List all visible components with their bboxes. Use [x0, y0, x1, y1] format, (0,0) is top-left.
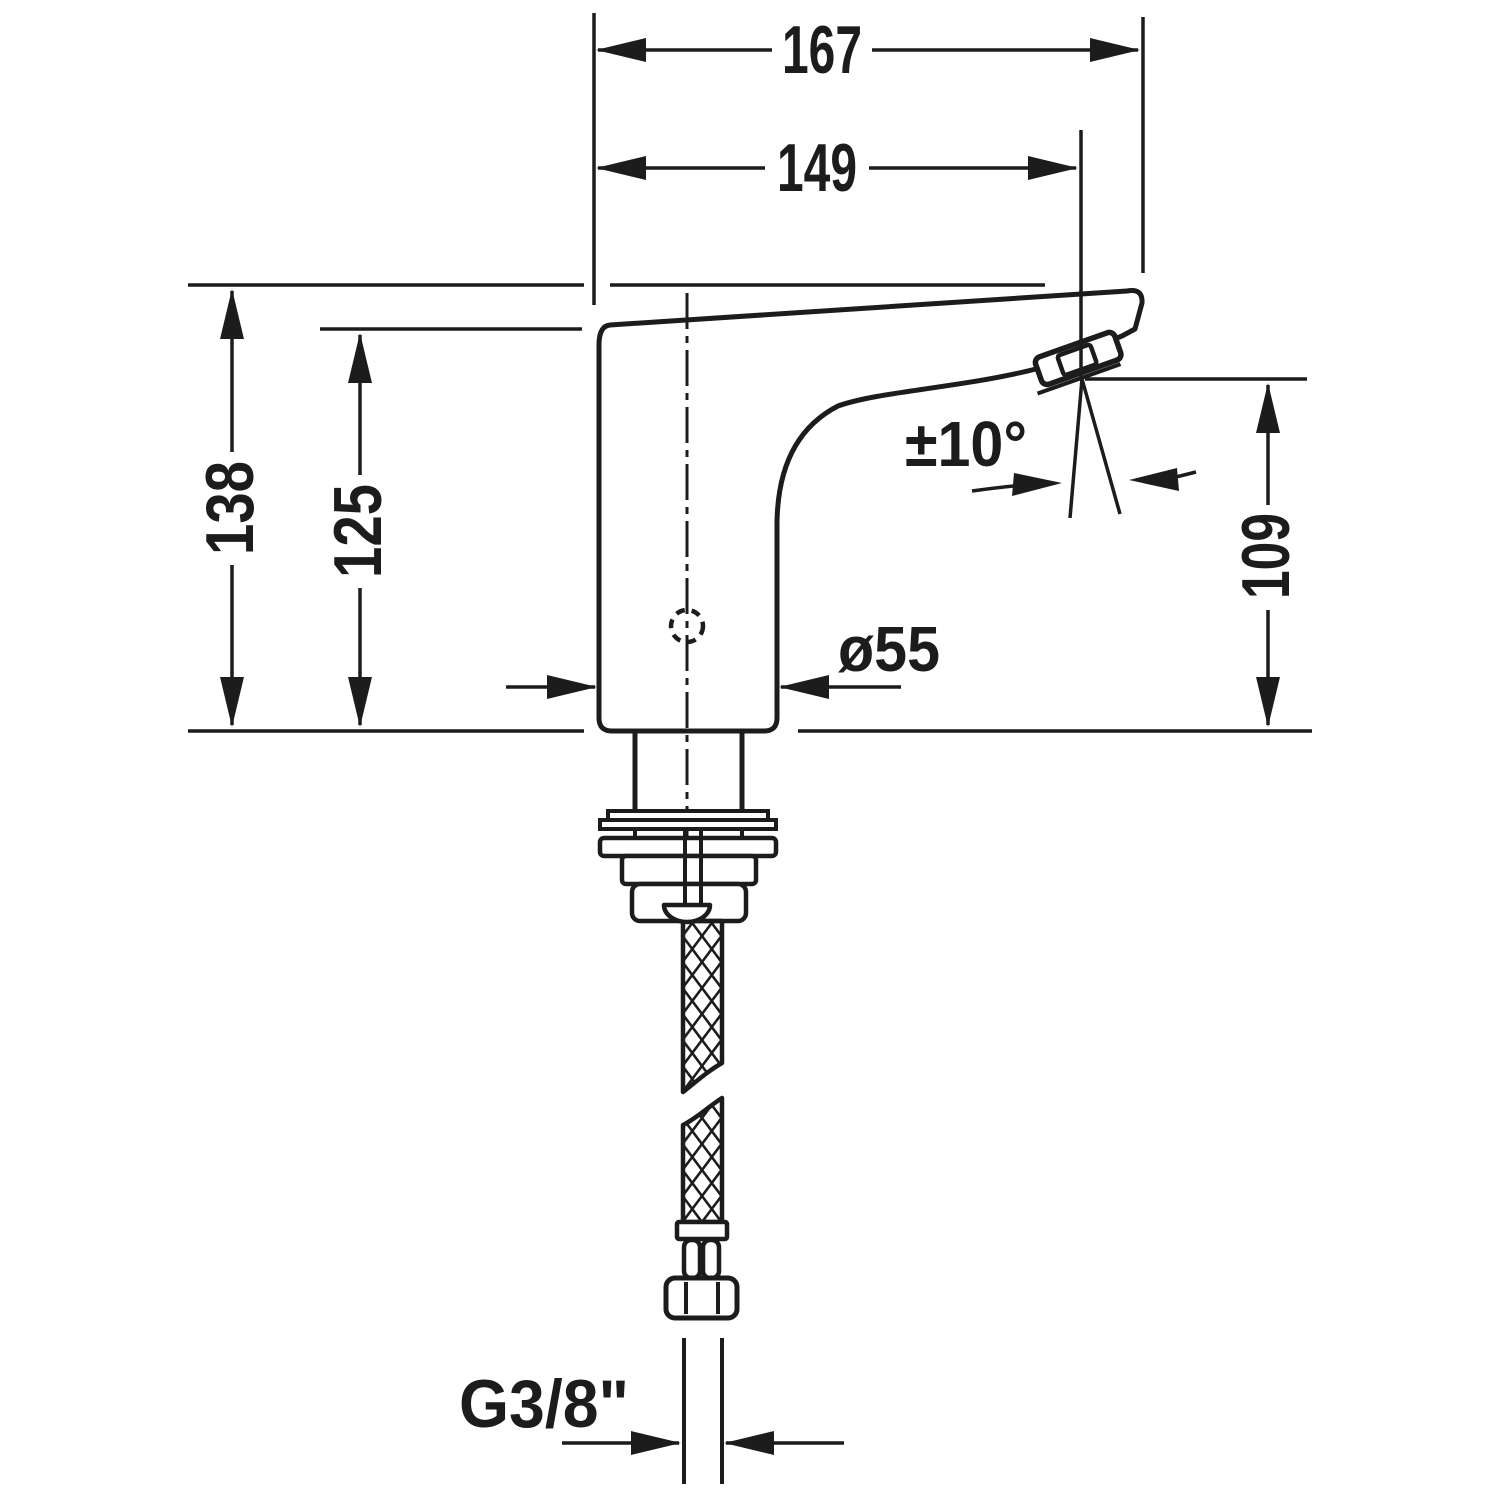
dimension-label-diameter: ø55: [838, 613, 940, 685]
dimension-149: 149: [596, 130, 1078, 206]
dimension-label-138: 138: [192, 461, 268, 555]
dim167-arrow-left: [596, 38, 646, 62]
dim109-arrow-top: [1256, 383, 1280, 433]
faucet-body-outline: [596, 288, 1145, 734]
rod-dome-head: [661, 902, 713, 925]
dim125-arrow-bottom: [348, 677, 372, 727]
dim109-arrow-bottom: [1256, 677, 1280, 727]
mounting-nut-mid: [619, 853, 759, 887]
mounting-nut-top: [597, 835, 779, 859]
thread-size-label: G3/8": [459, 1366, 629, 1442]
dimension-diameter-55: ø55: [506, 613, 940, 699]
dim138-arrow-bottom: [220, 677, 244, 727]
swivel-angle-label: ±10°: [905, 408, 1027, 480]
dim149-arrow-left: [596, 156, 646, 180]
dimension-138: 138: [192, 289, 268, 727]
hose-rib-right: [700, 1237, 722, 1281]
faucet-body-group: [596, 288, 1145, 918]
hose-hex-nut: [663, 1275, 740, 1321]
dim149-arrow-right: [1028, 156, 1078, 180]
thread-arrow-left: [631, 1431, 681, 1455]
dimension-125: 125: [320, 333, 396, 727]
dimension-label-149: 149: [777, 130, 857, 206]
base-washer: [598, 818, 778, 831]
hose-collar: [674, 1219, 730, 1242]
dim167-arrow-right: [1090, 38, 1140, 62]
angle-line-left: [1068, 378, 1084, 519]
under-deck-group: [597, 731, 779, 1484]
dimension-label-167: 167: [782, 12, 862, 88]
dimension-label-125: 125: [320, 484, 396, 578]
dim138-arrow-top: [220, 289, 244, 339]
thread-arrow-right: [724, 1431, 774, 1455]
dim125-arrow-top: [348, 333, 372, 383]
dimension-109: 109: [1228, 383, 1304, 727]
angle-arrow-right-head: [1129, 468, 1179, 491]
dimension-167: 167: [596, 12, 1140, 88]
angle-arrow-left-head: [1012, 473, 1062, 496]
aerator-lip-line: [1036, 362, 1122, 396]
dimension-label-109: 109: [1228, 513, 1304, 599]
dim55-arrow-right: [779, 675, 829, 699]
reference-lines: [188, 13, 1312, 733]
swivel-angle-indicator: ±10°: [905, 378, 1197, 519]
angle-line-right: [1080, 378, 1122, 515]
supply-hose-lower: [680, 1095, 725, 1225]
aerator-outlet: [1032, 329, 1124, 396]
supply-hose-upper: [680, 918, 725, 1095]
dim55-arrow-left: [547, 675, 597, 699]
thread-dimension: G3/8": [459, 1366, 844, 1455]
hose-rib-left: [681, 1237, 703, 1281]
